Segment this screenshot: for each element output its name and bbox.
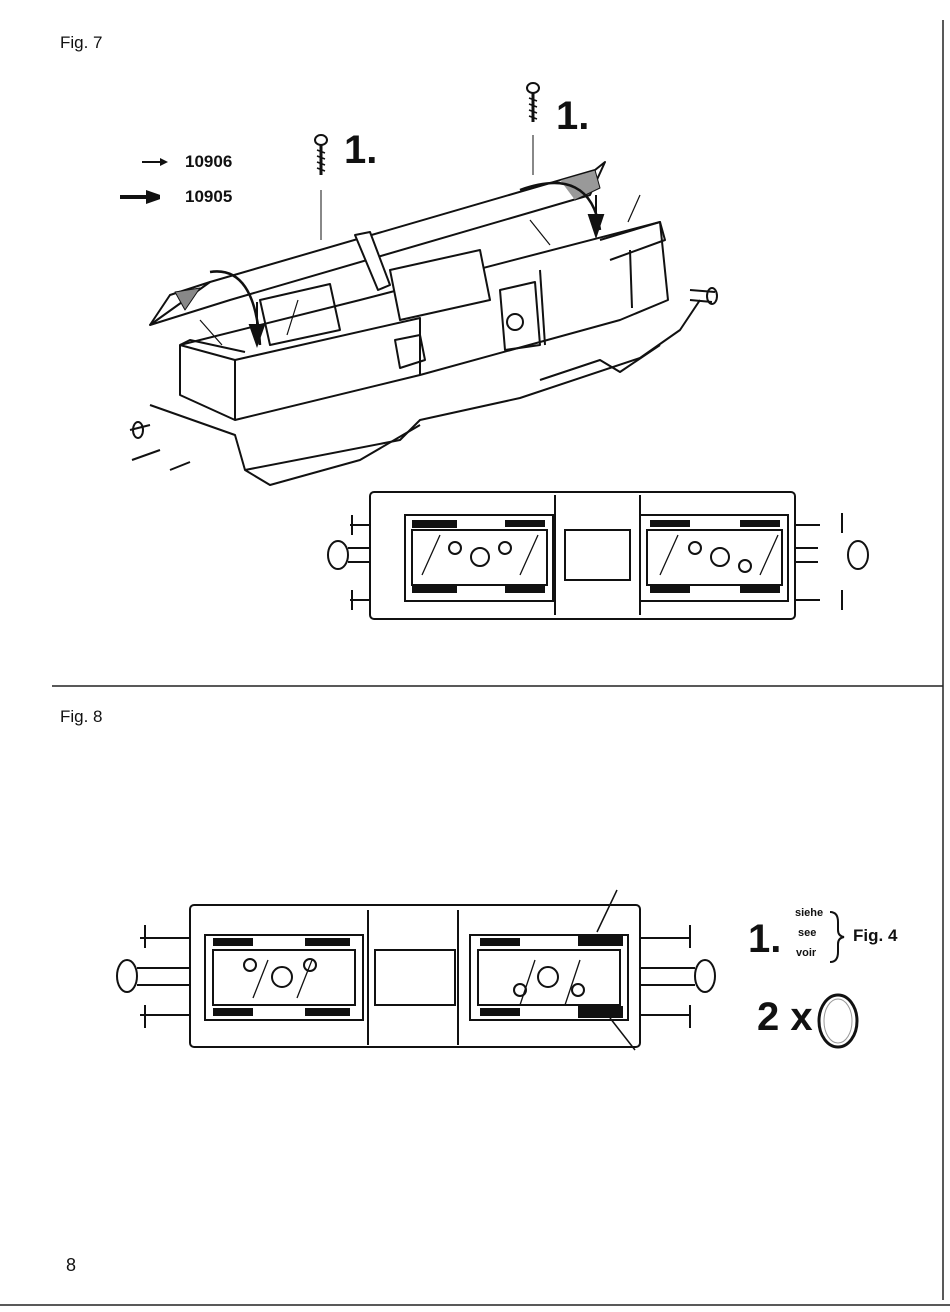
- page-number: 8: [66, 1255, 76, 1276]
